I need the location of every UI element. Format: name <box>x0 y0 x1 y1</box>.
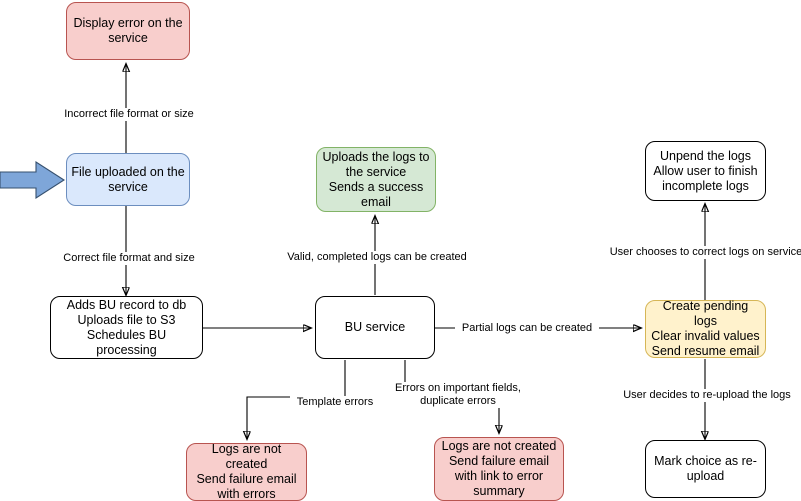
edge-label-incorrect-format: Incorrect file format or size <box>56 108 202 121</box>
edge-label-field-errors: Errors on important fields, duplicate er… <box>389 382 527 408</box>
node-adds-bu-record[interactable]: Adds BU record to db Uploads file to S3 … <box>50 296 203 359</box>
edge-label-correct-format: Correct file format and size <box>56 252 202 265</box>
edge-label-user-corrects: User chooses to correct logs on service <box>607 246 801 259</box>
node-bu-service[interactable]: BU service <box>315 296 435 359</box>
edge-label-user-reupload: User decides to re-upload the logs <box>617 389 797 402</box>
node-display-error[interactable]: Display error on the service <box>66 2 190 60</box>
node-file-uploaded[interactable]: File uploaded on the service <box>66 153 190 206</box>
node-uploads-logs[interactable]: Uploads the logs to the service Sends a … <box>316 147 436 212</box>
node-logs-not-created-template[interactable]: Logs are not created Send failure email … <box>186 442 307 501</box>
edge-label-valid-logs: Valid, completed logs can be created <box>280 251 474 264</box>
node-unpend-logs[interactable]: Unpend the logs Allow user to finish inc… <box>645 141 766 201</box>
node-mark-choice[interactable]: Mark choice as re- upload <box>645 440 766 498</box>
edge-label-template-errors: Template errors <box>290 396 380 409</box>
edge-label-partial-logs: Partial logs can be created <box>455 322 599 335</box>
start-arrow-icon <box>0 160 66 200</box>
node-logs-not-created-fields[interactable]: Logs are not created Send failure email … <box>434 437 564 501</box>
node-create-pending-logs[interactable]: Create pending logs Clear invalid values… <box>645 299 766 358</box>
